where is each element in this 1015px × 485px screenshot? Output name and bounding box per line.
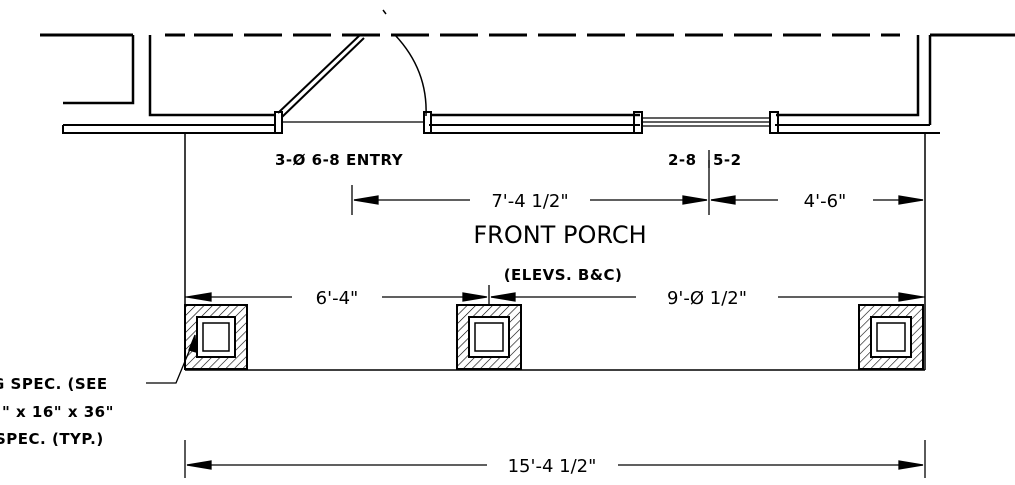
dimension-post-left-to-mid-text: 6'-4" bbox=[316, 288, 359, 309]
post-left bbox=[184, 304, 248, 370]
note-line-1: G SPEC. (SEE bbox=[0, 375, 108, 393]
note-line-2: " x 16" x 36" bbox=[2, 403, 114, 421]
dimension-post-left-to-mid bbox=[185, 285, 490, 305]
dimension-door-to-window-text: 7'-4 1/2" bbox=[491, 191, 568, 212]
dimension-door-to-window bbox=[351, 160, 710, 215]
porch-title: FRONT PORCH bbox=[473, 221, 646, 249]
post-middle bbox=[456, 304, 522, 370]
window bbox=[633, 111, 779, 134]
dimension-overall-text: 15'-4 1/2" bbox=[508, 456, 597, 477]
dimension-overall bbox=[184, 440, 926, 478]
dimension-post-mid-to-right bbox=[490, 292, 925, 302]
window-label-left: 2-8 bbox=[668, 151, 697, 169]
porch-subtitle: (ELEVS. B&C) bbox=[504, 266, 623, 284]
dimension-window-to-corner bbox=[710, 195, 924, 205]
dimension-window-to-corner-text: 4'-6" bbox=[804, 191, 847, 212]
note-line-3: SPEC. (TYP.) bbox=[0, 430, 104, 448]
window-label-right: 5-2 bbox=[713, 151, 742, 169]
porch-slab-edge bbox=[62, 124, 940, 134]
dimension-post-mid-to-right-text: 9'-Ø 1/2" bbox=[667, 288, 747, 309]
exterior-wall bbox=[63, 35, 932, 125]
post-right bbox=[858, 304, 924, 370]
entry-door bbox=[274, 9, 432, 134]
door-label: 3-Ø 6-8 ENTRY bbox=[275, 151, 404, 169]
note-leader bbox=[146, 334, 197, 384]
